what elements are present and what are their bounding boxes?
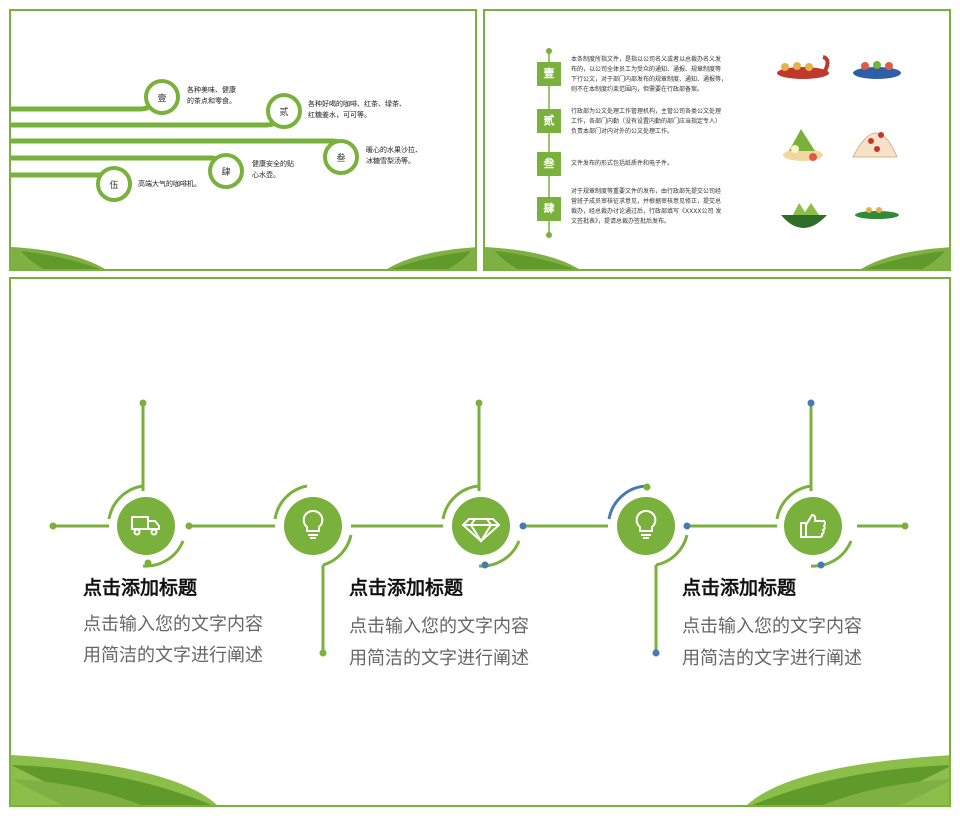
lightbulb-icon [635, 509, 657, 539]
slide1-num-1: 壹 [157, 94, 167, 104]
block3-line1[interactable]: 点击输入您的文字内容 [682, 616, 862, 637]
slide1-text-1: 各种美味、健康的茶点和零食。 [187, 86, 236, 105]
slide1-text-3: 暖心的水果沙拉、冰糖雪梨汤等。 [366, 146, 422, 165]
slide1-num-4: 肆 [221, 168, 231, 178]
slide1-num-2: 贰 [279, 108, 289, 118]
slide1-text-5: 高端大气的咖啡机。 [138, 180, 201, 188]
slide2-num-1: 壹 [537, 62, 561, 86]
slide1-num-5: 伍 [109, 181, 119, 191]
thumbs-up-icon [800, 513, 826, 538]
block2-line2[interactable]: 用简洁的文字进行阐述 [349, 648, 529, 669]
dragon-boat-red-image [777, 55, 830, 79]
diamond-icon [461, 518, 501, 543]
lightbulb-icon [302, 509, 324, 539]
block1-title[interactable]: 点击添加标题 [83, 577, 198, 599]
block3-line2[interactable]: 用简洁的文字进行阐述 [682, 648, 862, 669]
block3-title[interactable]: 点击添加标题 [682, 577, 797, 599]
slide2-timeline [485, 48, 949, 269]
slide1-text-4: 健康安全的贴心水壶。 [252, 160, 294, 179]
zongzi-red-dates-image [852, 132, 898, 158]
dragon-boat-blue-image [853, 61, 901, 79]
slide2-text-4: 对于规章制度等重要文件的发布，由行政部先提交公司经营班子成员审核征求意见，并根据… [571, 188, 722, 225]
slide2-num-2: 贰 [537, 109, 561, 133]
slide2-text-1: 本条制度所指文件，是指以公司名义或者以总裁办名义发布的，以公司全体员工为受众的通… [571, 56, 728, 93]
slide2-text-2: 行政部为公文处理工作管理机构，主管公司各类公文处理工作，各部门内勤（没有设置内勤… [571, 108, 722, 135]
slide1-branch-lines [11, 79, 475, 269]
block2-title[interactable]: 点击添加标题 [349, 577, 464, 599]
block1-line2[interactable]: 用简洁的文字进行阐述 [83, 645, 263, 666]
slide2-num-4: 肆 [537, 197, 561, 221]
zongzi-plate-image [783, 129, 823, 161]
block1-line1[interactable]: 点击输入您的文字内容 [83, 614, 263, 635]
slide-thumbnail-1[interactable]: 壹 贰 叁 肆 伍 各种美味、健康的茶点和零食。 各种好喝的咖啡、红茶、绿茶、红… [9, 9, 477, 271]
zongzi-boat-green-image [781, 203, 827, 228]
slide1-text-2: 各种好喝的咖啡、红茶、绿茶、红糖姜水，可可等。 [308, 100, 406, 119]
dragon-boat-small-image [855, 207, 899, 219]
main-slide[interactable]: 点击添加标题 点击输入您的文字内容 用简洁的文字进行阐述 点击添加标题 点击输入… [9, 277, 951, 807]
slide-thumbnail-2[interactable]: 壹 贰 叁 肆 本条制度所指文件，是指以公司名义或者以总裁办名义发布的，以公司全… [483, 9, 951, 271]
slide1-num-3: 叁 [336, 154, 346, 164]
slide2-text-3: 文件发布的形式包括纸质件和电子件。 [571, 160, 674, 167]
block2-line1[interactable]: 点击输入您的文字内容 [349, 616, 529, 637]
slide3-flow-diagram [11, 399, 949, 805]
truck-icon [131, 516, 160, 536]
slide2-num-3: 叁 [537, 152, 561, 176]
